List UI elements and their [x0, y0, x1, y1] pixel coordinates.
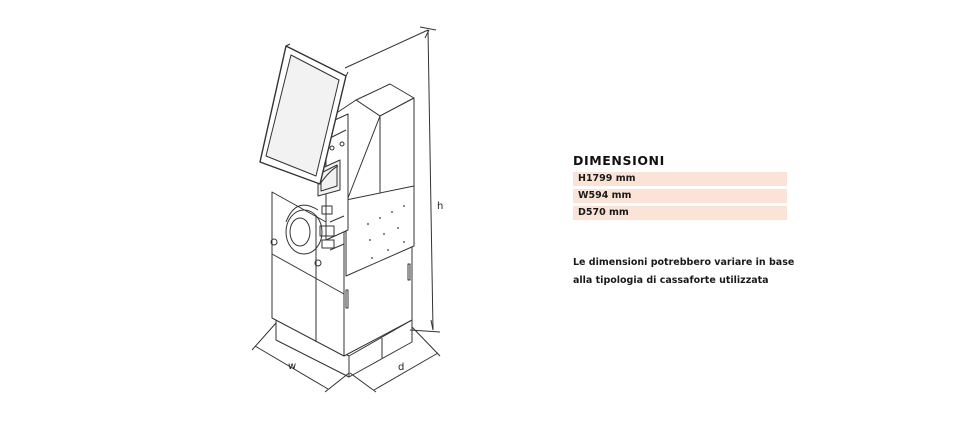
depth-label: d — [398, 362, 404, 373]
width-dimension — [251, 322, 350, 393]
spec-row-depth: D570 mm — [573, 206, 787, 220]
depth-dimension — [349, 326, 441, 393]
spec-row-height: H1799 mm — [573, 172, 787, 186]
width-label: w — [288, 361, 296, 372]
note-line: alla tipologia di cassaforte utilizzata — [573, 275, 769, 286]
dimensions-title: DIMENSIONI — [573, 153, 665, 168]
kiosk-main-monitor — [259, 43, 349, 185]
spec-row-width: W594 mm — [573, 189, 787, 203]
dimensions-note: Le dimensioni potrebbero variare in base… — [573, 254, 803, 290]
height-label: h — [437, 201, 443, 212]
kiosk-technical-drawing: h w d — [251, 26, 443, 393]
note-line: Le dimensioni potrebbero variare in base — [573, 257, 795, 268]
height-dimension — [344, 26, 441, 333]
kiosk-tower — [345, 83, 415, 277]
dimensions-panel: DIMENSIONI H1799 mm W594 mm D570 mm — [573, 153, 787, 223]
kiosk-control-column — [317, 99, 381, 251]
